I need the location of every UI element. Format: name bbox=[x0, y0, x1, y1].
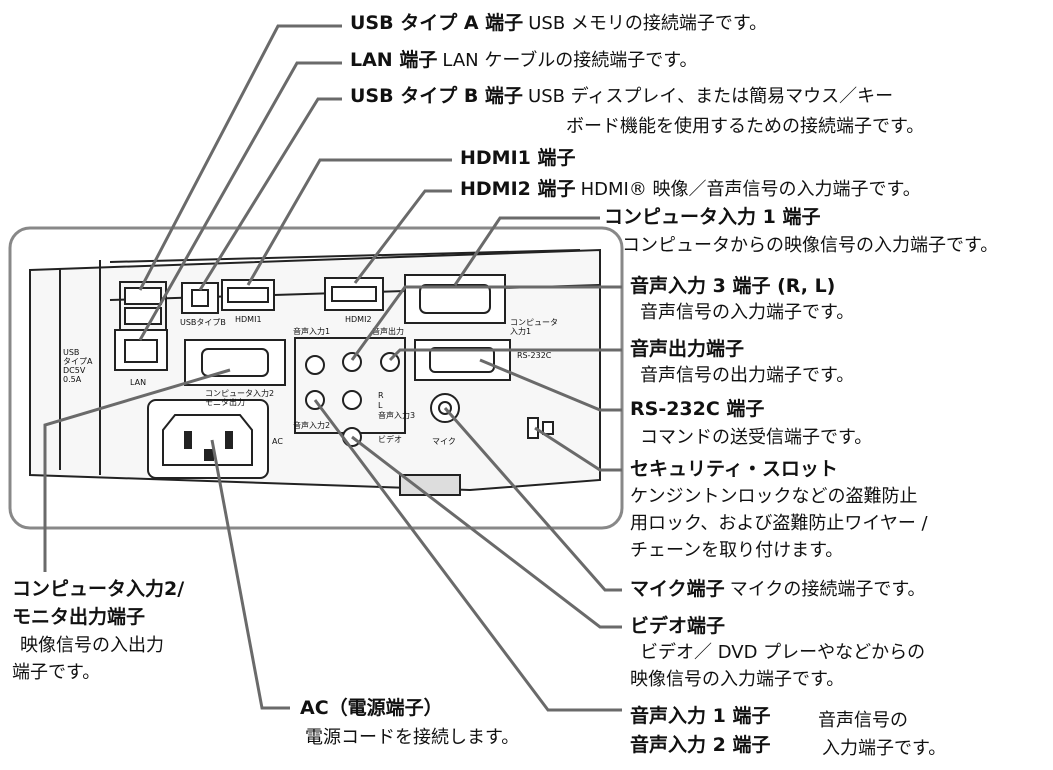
label-hdmi1-title: HDMI1 端子 bbox=[460, 147, 576, 169]
label-ac-desc: 電源コードを接続します。 bbox=[305, 727, 520, 748]
panel-text-line: 0.5A bbox=[63, 375, 82, 384]
label-security-title: セキュリティ・スロット bbox=[630, 458, 838, 480]
label-security-desc3: チェーンを取り付けます。 bbox=[630, 540, 844, 561]
diagram-frame bbox=[8, 226, 624, 530]
label-audio-in12-desc2: 入力端子です。 bbox=[822, 738, 947, 759]
rs232c-port bbox=[414, 339, 511, 381]
label-mic-title: マイク端子 bbox=[630, 578, 725, 600]
label-rs232c-desc: コマンドの送受信端子です。 bbox=[640, 427, 873, 448]
panel-ac-label: AC bbox=[272, 437, 283, 446]
label-usb-b-title: USB タイプ B 端子 bbox=[350, 85, 523, 107]
panel-hdmi1-label: HDMI1 bbox=[235, 315, 262, 324]
label-lan-desc: LAN ケーブルの接続端子です。 bbox=[442, 50, 698, 71]
leader-mic bbox=[443, 407, 622, 592]
leader-usb-a bbox=[138, 24, 342, 291]
panel-audio-in3-label: 音声入力3 bbox=[378, 410, 415, 420]
label-video-desc2: 映像信号の入力端子です。 bbox=[630, 669, 845, 690]
label-usb-a-title: USB タイプ A 端子 bbox=[350, 12, 524, 34]
label-audio-in3-desc: 音声信号の入力端子です。 bbox=[640, 302, 855, 323]
leader-computer2 bbox=[43, 368, 231, 572]
panel-audio-in1-label: 音声入力1 bbox=[293, 326, 330, 336]
panel-rs232c-label: RS-232C bbox=[517, 351, 552, 360]
label-hdmi2-desc: HDMI® 映像／音声信号の入力端子です。 bbox=[580, 179, 921, 200]
panel-text-line: コンピュータ入力2 bbox=[205, 388, 274, 398]
hdmi2-port bbox=[324, 277, 384, 311]
computer1-port bbox=[404, 274, 506, 324]
label-computer1-title: コンピュータ入力 1 端子 bbox=[604, 206, 821, 228]
label-security-desc2: 用ロック、および盗難防止ワイヤー / bbox=[630, 513, 928, 534]
ac-inlet bbox=[147, 399, 269, 479]
leader-audio-out bbox=[388, 348, 622, 362]
panel-text-line: コンピュータ bbox=[510, 318, 558, 327]
panel-mic-label: マイク bbox=[432, 437, 456, 446]
label-usb-a: USB タイプ A 端子 USB メモリの接続端子です。 bbox=[350, 12, 767, 35]
label-audio-in12-desc1: 音声信号の bbox=[818, 710, 908, 731]
leader-security bbox=[534, 426, 622, 472]
panel-audio-in2-label: 音声入力2 bbox=[293, 420, 330, 430]
panel-hdmi2-label: HDMI2 bbox=[345, 315, 372, 324]
label-usb-b-desc: USB ディスプレイ、または簡易マウス／キー bbox=[528, 86, 894, 107]
panel-text-line: 入力1 bbox=[510, 326, 531, 336]
leader-rs232c bbox=[479, 358, 622, 412]
label-computer2-desc1: 映像信号の入出力 bbox=[20, 635, 164, 656]
panel-video-label: ビデオ bbox=[378, 434, 402, 444]
label-mic-desc: マイクの接続端子です。 bbox=[729, 579, 926, 600]
label-audio-out-title: 音声出力端子 bbox=[630, 338, 745, 360]
leader-video bbox=[351, 435, 622, 629]
label-usb-a-desc: USB メモリの接続端子です。 bbox=[528, 13, 768, 34]
panel-text-line: USB bbox=[63, 348, 79, 357]
label-rs232c-title: RS-232C 端子 bbox=[630, 398, 765, 420]
leader-lines bbox=[43, 24, 622, 712]
panel-text-line: モニタ出力 bbox=[205, 397, 245, 407]
label-hdmi2: HDMI2 端子 HDMI® 映像／音声信号の入力端子です。 bbox=[460, 178, 921, 201]
label-lan-title: LAN 端子 bbox=[350, 49, 438, 71]
label-video-desc1: ビデオ／ DVD プレーやなどからの bbox=[640, 642, 926, 663]
panel-usb-b-label: USBタイプB bbox=[180, 318, 226, 327]
leader-usb-b bbox=[198, 97, 342, 291]
label-computer2-title2: モニタ出力端子 bbox=[12, 606, 146, 628]
label-usb-b: USB タイプ B 端子 USB ディスプレイ、または簡易マウス／キー bbox=[350, 85, 893, 108]
label-mic: マイク端子 マイクの接続端子です。 bbox=[630, 578, 926, 601]
panel-computer1-label: コンピュータ入力1 bbox=[510, 318, 558, 336]
leader-hdmi1 bbox=[246, 158, 452, 286]
leader-lan bbox=[138, 61, 342, 341]
panel-audio-out-label: 音声出力 bbox=[372, 326, 404, 336]
leader-computer1 bbox=[453, 216, 600, 286]
lan-port bbox=[114, 329, 168, 371]
panel-text-line: タイプA bbox=[63, 357, 93, 366]
label-usb-b-desc2: ボード機能を使用するための接続端子です。 bbox=[566, 116, 925, 137]
leader-ac bbox=[210, 439, 290, 710]
panel-text-line: DC5V bbox=[63, 366, 86, 375]
label-computer2-desc2: 端子です。 bbox=[12, 662, 101, 683]
label-hdmi2-title: HDMI2 端子 bbox=[460, 178, 576, 200]
panel-r-label: R bbox=[378, 391, 384, 400]
label-lan: LAN 端子 LAN ケーブルの接続端子です。 bbox=[350, 49, 697, 72]
label-computer2-title1: コンピュータ入力2/ bbox=[12, 578, 185, 600]
label-audio-out-desc: 音声信号の出力端子です。 bbox=[640, 365, 855, 386]
leader-hdmi2 bbox=[353, 189, 452, 284]
hdmi1-port bbox=[221, 279, 275, 311]
panel-l-label: L bbox=[378, 401, 383, 410]
label-audio-in3-title: 音声入力 3 端子 (R, L) bbox=[630, 275, 836, 297]
leader-audio-in12 bbox=[313, 399, 622, 712]
security-slot bbox=[527, 417, 554, 439]
label-security-desc1: ケンジントンロックなどの盗難防止 bbox=[630, 486, 918, 507]
panel-lan-label: LAN bbox=[130, 378, 146, 387]
label-ac-title: AC（電源端子） bbox=[300, 697, 443, 719]
leader-audio-in3 bbox=[350, 285, 622, 361]
label-audio-in2-title: 音声入力 2 端子 bbox=[630, 734, 771, 756]
label-computer1-desc: コンピュータからの映像信号の入力端子です。 bbox=[622, 235, 999, 256]
label-audio-in1-title: 音声入力 1 端子 bbox=[630, 705, 771, 727]
computer2-port bbox=[184, 339, 286, 386]
label-video-title: ビデオ端子 bbox=[630, 615, 726, 637]
